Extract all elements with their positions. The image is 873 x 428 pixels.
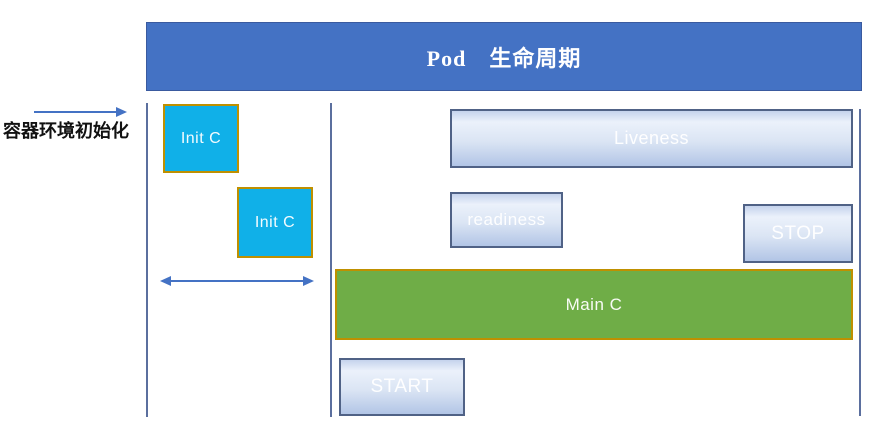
timeline-line-left	[146, 103, 148, 417]
stop-hook-label: STOP	[771, 222, 825, 244]
init-container-2-label: Init C	[254, 213, 296, 231]
env-init-label: 容器环境初始化	[3, 121, 129, 141]
init-container-1-box: Init C	[163, 104, 239, 173]
double-arrow-icon	[160, 276, 314, 286]
readiness-probe-box: readiness	[450, 192, 563, 248]
title-banner: Pod 生命周期	[146, 22, 862, 91]
page-title: Pod 生命周期	[426, 45, 582, 71]
main-container-label: Main C	[565, 294, 623, 314]
liveness-probe-label: Liveness	[613, 128, 690, 148]
start-hook-box: START	[339, 358, 465, 416]
arrow-right-icon	[34, 107, 127, 117]
stop-hook-box: STOP	[743, 204, 853, 263]
readiness-probe-label: readiness	[467, 210, 546, 229]
liveness-probe-box: Liveness	[450, 109, 853, 168]
start-hook-label: START	[370, 376, 434, 397]
init-container-1-label: Init C	[180, 129, 222, 147]
init-container-2-box: Init C	[237, 187, 313, 258]
timeline-line-middle	[330, 103, 332, 417]
main-container-box: Main C	[335, 269, 853, 340]
timeline-line-right	[859, 109, 861, 416]
